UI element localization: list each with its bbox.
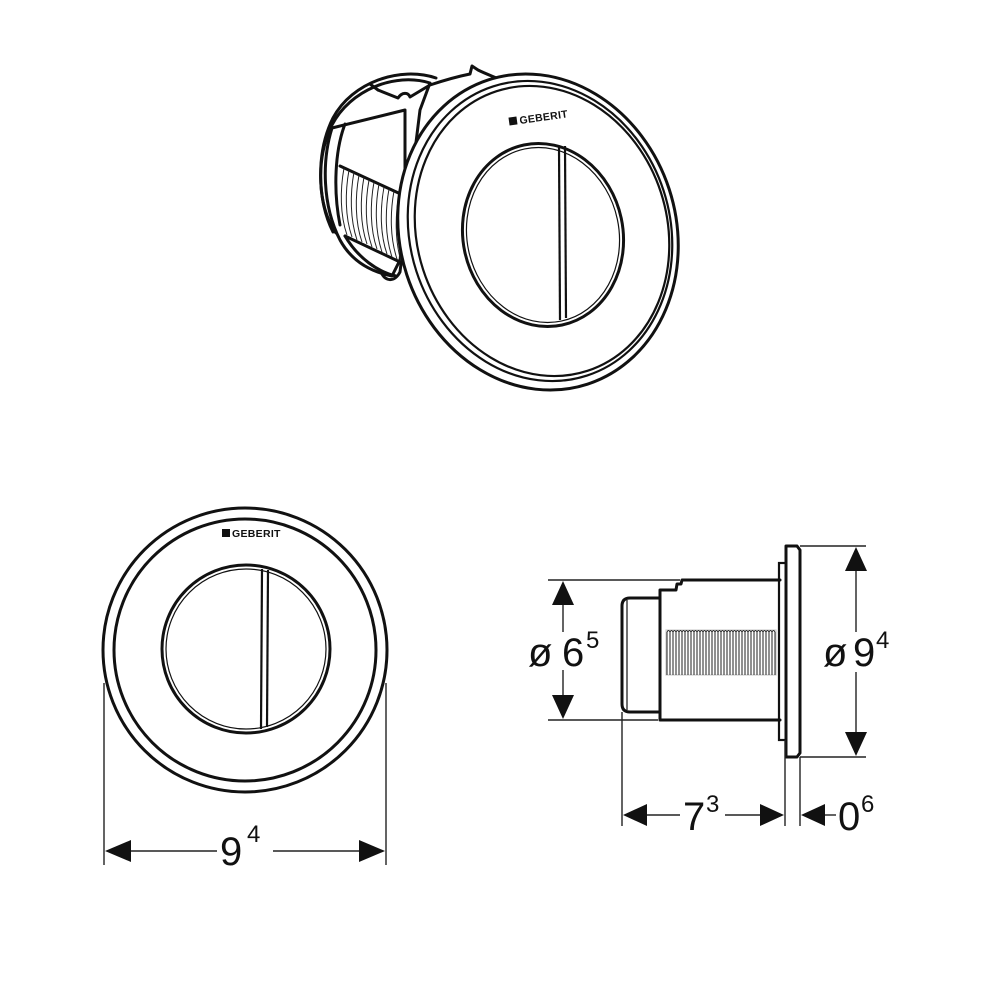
front-plate-inner-ring [112,517,378,783]
side-plate-diameter-label: 9 [853,631,875,675]
side-view: ø 6 5 ø 9 4 7 3 [528,544,889,839]
side-plate-diameter-label-sup: 4 [876,627,889,654]
side-depth-label-sup: 3 [706,791,719,818]
front-flush-button [160,563,332,735]
iso-rear-housing [319,64,507,282]
side-body-diameter-label-sup: 5 [586,627,599,654]
front-logo-square-icon [222,529,230,537]
front-width-label: 9 [220,830,242,874]
side-body-diameter-label: 6 [562,631,584,675]
iso-logo-square-icon [508,116,518,126]
side-plate-thickness-dimension: 0 6 [801,791,874,839]
front-width-dimension: 9 4 [103,683,387,874]
iso-cover-plate: GEBERIT [396,72,680,392]
iso-flush-button [460,141,626,329]
side-plate-thickness-label-sup: 6 [861,791,874,818]
side-plate-diameter-prefix: ø [823,631,847,675]
front-width-label-sup: 4 [247,821,260,848]
side-body-diameter-dimension: ø 6 5 [528,579,680,721]
side-depth-label: 7 [683,795,705,839]
side-thread [665,629,777,676]
side-depth-dimension: 7 3 [621,712,801,839]
side-body-diameter-prefix: ø [528,631,552,675]
side-plate-thickness-label: 0 [838,795,860,839]
side-button-cap [620,596,662,714]
side-body [658,578,782,722]
side-plate-diameter-dimension: ø 9 4 [800,545,889,758]
front-view: GEBERIT 9 4 [101,506,389,874]
front-plate-outer-ring [101,506,389,794]
isometric-view: GEBERIT [319,64,680,392]
front-brand-logo: GEBERIT [232,528,281,540]
side-plate [784,544,802,759]
